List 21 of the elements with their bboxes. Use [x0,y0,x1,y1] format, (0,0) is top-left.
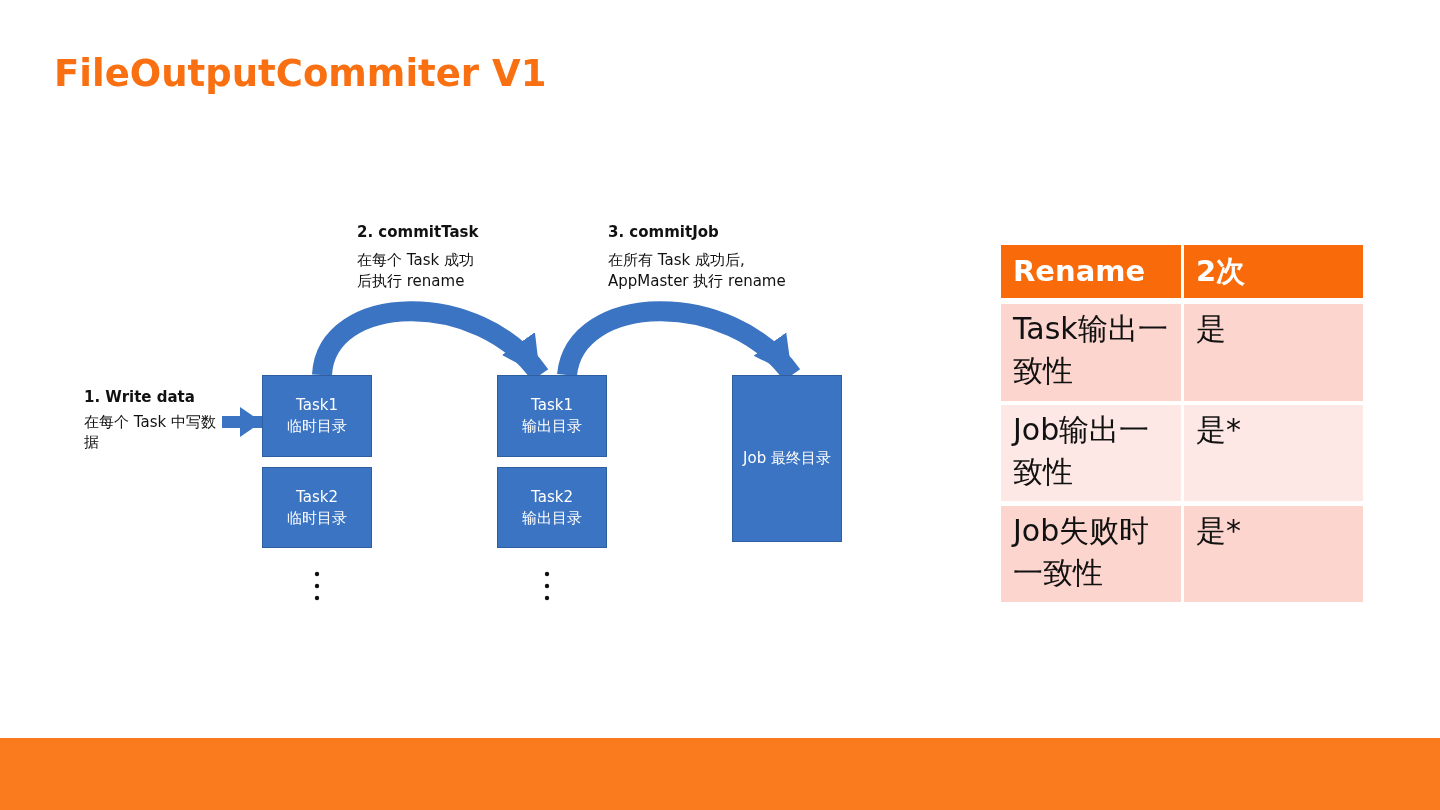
table-cell: 是* [1184,506,1363,602]
table-cell: Task输出一致性 [1001,304,1181,401]
table-cell: 是 [1184,304,1363,401]
block-arrow [222,407,262,437]
directory-box: Task2 临时目录 [262,467,372,548]
step-heading: 3. commitJob [608,222,719,243]
table-cell: Job失败时一致性 [1001,506,1181,602]
step-heading: 2. commitTask [357,222,479,243]
step-description: 在所有 Task 成功后, AppMaster 执行 rename [608,250,787,292]
step-heading: 1. Write data [84,388,196,406]
directory-box: Task1 输出目录 [497,375,607,457]
directory-box: Task2 输出目录 [497,467,607,548]
step-description: 在每个 Task 中写数据 [84,412,217,452]
table-cell: 是* [1184,405,1363,501]
table-header-cell: Rename [1001,245,1181,298]
step-description: 在每个 Task 成功后执行 rename [357,250,475,292]
directory-box: Job 最终目录 [732,375,842,542]
table-header-cell: 2次 [1184,245,1363,298]
table-cell: Job输出一致性 [1001,405,1181,501]
slide-title: FileOutputCommiter V1 [54,52,547,95]
directory-box: Task1 临时目录 [262,375,372,457]
